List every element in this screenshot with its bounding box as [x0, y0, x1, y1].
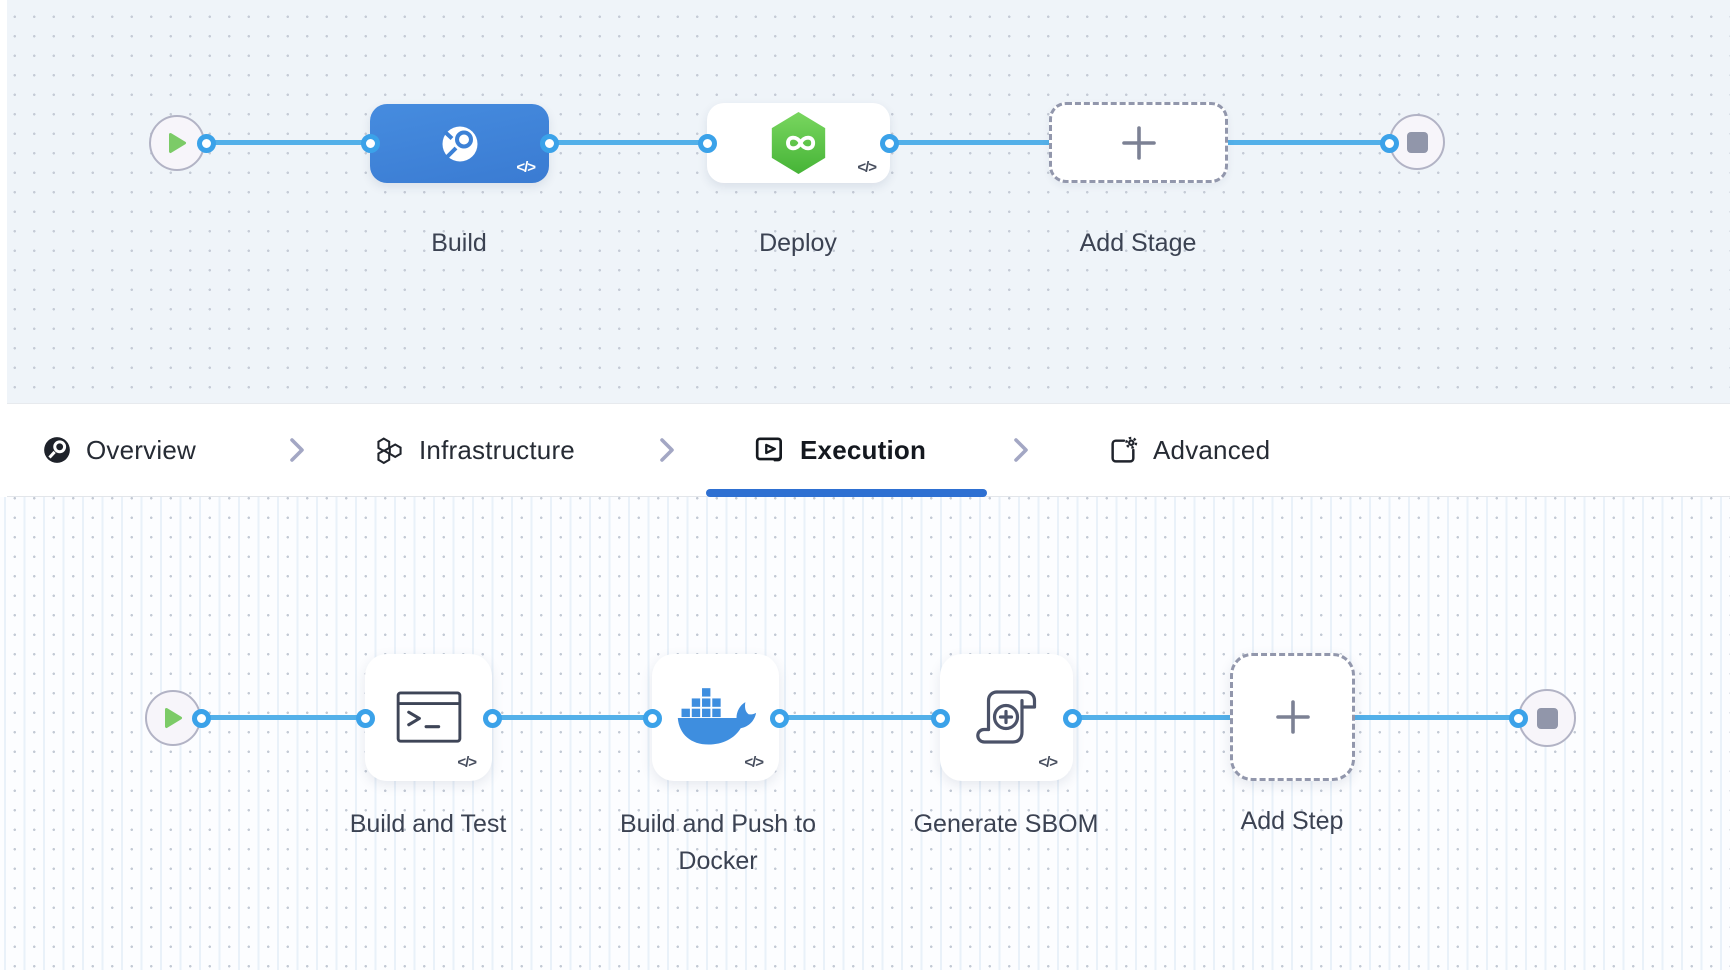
execution-canvas — [0, 497, 1730, 970]
stage-canvas: </> </> Build — [0, 0, 1730, 403]
step-node-generate-sbom[interactable]: </> — [940, 654, 1073, 781]
tab-advanced[interactable]: Advanced — [1108, 403, 1270, 497]
plus-icon — [1121, 125, 1156, 160]
connector-dot[interactable] — [880, 134, 899, 153]
connector-dot[interactable] — [540, 134, 559, 153]
execution-end-node — [1518, 689, 1576, 747]
connector-dot[interactable] — [698, 134, 717, 153]
stage-label: Deploy — [759, 229, 837, 257]
edge — [549, 140, 707, 145]
connector-dot[interactable] — [483, 709, 502, 728]
connector-dot[interactable] — [356, 709, 375, 728]
infrastructure-icon — [377, 436, 402, 464]
harness-cd-infinity-icon — [771, 112, 826, 174]
yaml-toggle[interactable]: </> — [857, 159, 877, 176]
yaml-toggle[interactable]: </> — [744, 754, 764, 771]
active-tab-underline — [706, 489, 987, 497]
plus-icon — [1275, 700, 1310, 734]
yaml-toggle[interactable]: </> — [1038, 754, 1058, 771]
chevron-right-icon — [1012, 403, 1030, 497]
pipeline-start-node — [149, 115, 205, 171]
connector-dot[interactable] — [770, 709, 789, 728]
play-icon — [168, 133, 186, 153]
panel-gutter — [0, 0, 7, 497]
chevron-right-icon — [658, 403, 676, 497]
pipeline-end-node — [1389, 114, 1445, 170]
stage-node-deploy[interactable]: </> — [707, 103, 890, 183]
stage-node-build[interactable]: </> — [370, 104, 549, 183]
stage-label: Build — [431, 229, 487, 257]
connector-dot[interactable] — [192, 709, 211, 728]
tab-execution[interactable]: Execution — [754, 403, 926, 497]
stop-icon — [1406, 131, 1428, 153]
connector-dot[interactable] — [197, 134, 216, 153]
step-label: Build and Test — [349, 810, 507, 838]
connector-dot[interactable] — [1063, 709, 1082, 728]
step-label: Generate SBOM — [913, 810, 1099, 838]
step-label: Add Step — [1240, 807, 1344, 835]
terminal-icon — [396, 690, 461, 743]
harness-ci-icon — [442, 126, 477, 161]
overview-icon — [44, 437, 70, 463]
yaml-toggle[interactable]: </> — [457, 754, 477, 771]
yaml-toggle[interactable]: </> — [516, 159, 536, 176]
add-stage-node[interactable] — [1049, 102, 1228, 183]
step-node-build-and-push-to-docker[interactable]: </> — [652, 654, 779, 781]
step-node-build-and-test[interactable]: </> — [365, 654, 492, 781]
tab-label: Execution — [800, 434, 927, 465]
connector-dot[interactable] — [931, 709, 950, 728]
add-step-node[interactable] — [1230, 653, 1355, 781]
play-icon — [164, 708, 182, 728]
stop-icon — [1536, 707, 1558, 729]
tab-overview[interactable]: Overview — [42, 403, 196, 497]
scroll-plus-icon — [975, 689, 1036, 744]
stage-label: Add Stage — [1079, 229, 1197, 257]
docker-icon — [677, 687, 756, 745]
tab-label: Infrastructure — [419, 434, 575, 465]
tab-label: Advanced — [1153, 434, 1271, 465]
connector-dot[interactable] — [361, 134, 380, 153]
connector-dot[interactable] — [1380, 134, 1399, 153]
step-label: Build and Push to Docker — [620, 810, 816, 875]
chevron-right-icon — [288, 403, 306, 497]
edge — [206, 140, 370, 145]
tab-label: Overview — [86, 434, 196, 465]
connector-dot[interactable] — [643, 709, 662, 728]
edge — [492, 715, 652, 720]
connector-dot[interactable] — [1509, 709, 1528, 728]
edge — [201, 715, 365, 720]
tab-infrastructure[interactable]: Infrastructure — [374, 403, 575, 497]
execution-icon — [755, 437, 782, 462]
execution-start-node — [145, 690, 201, 746]
advanced-icon — [1111, 436, 1138, 463]
edge — [779, 715, 940, 720]
